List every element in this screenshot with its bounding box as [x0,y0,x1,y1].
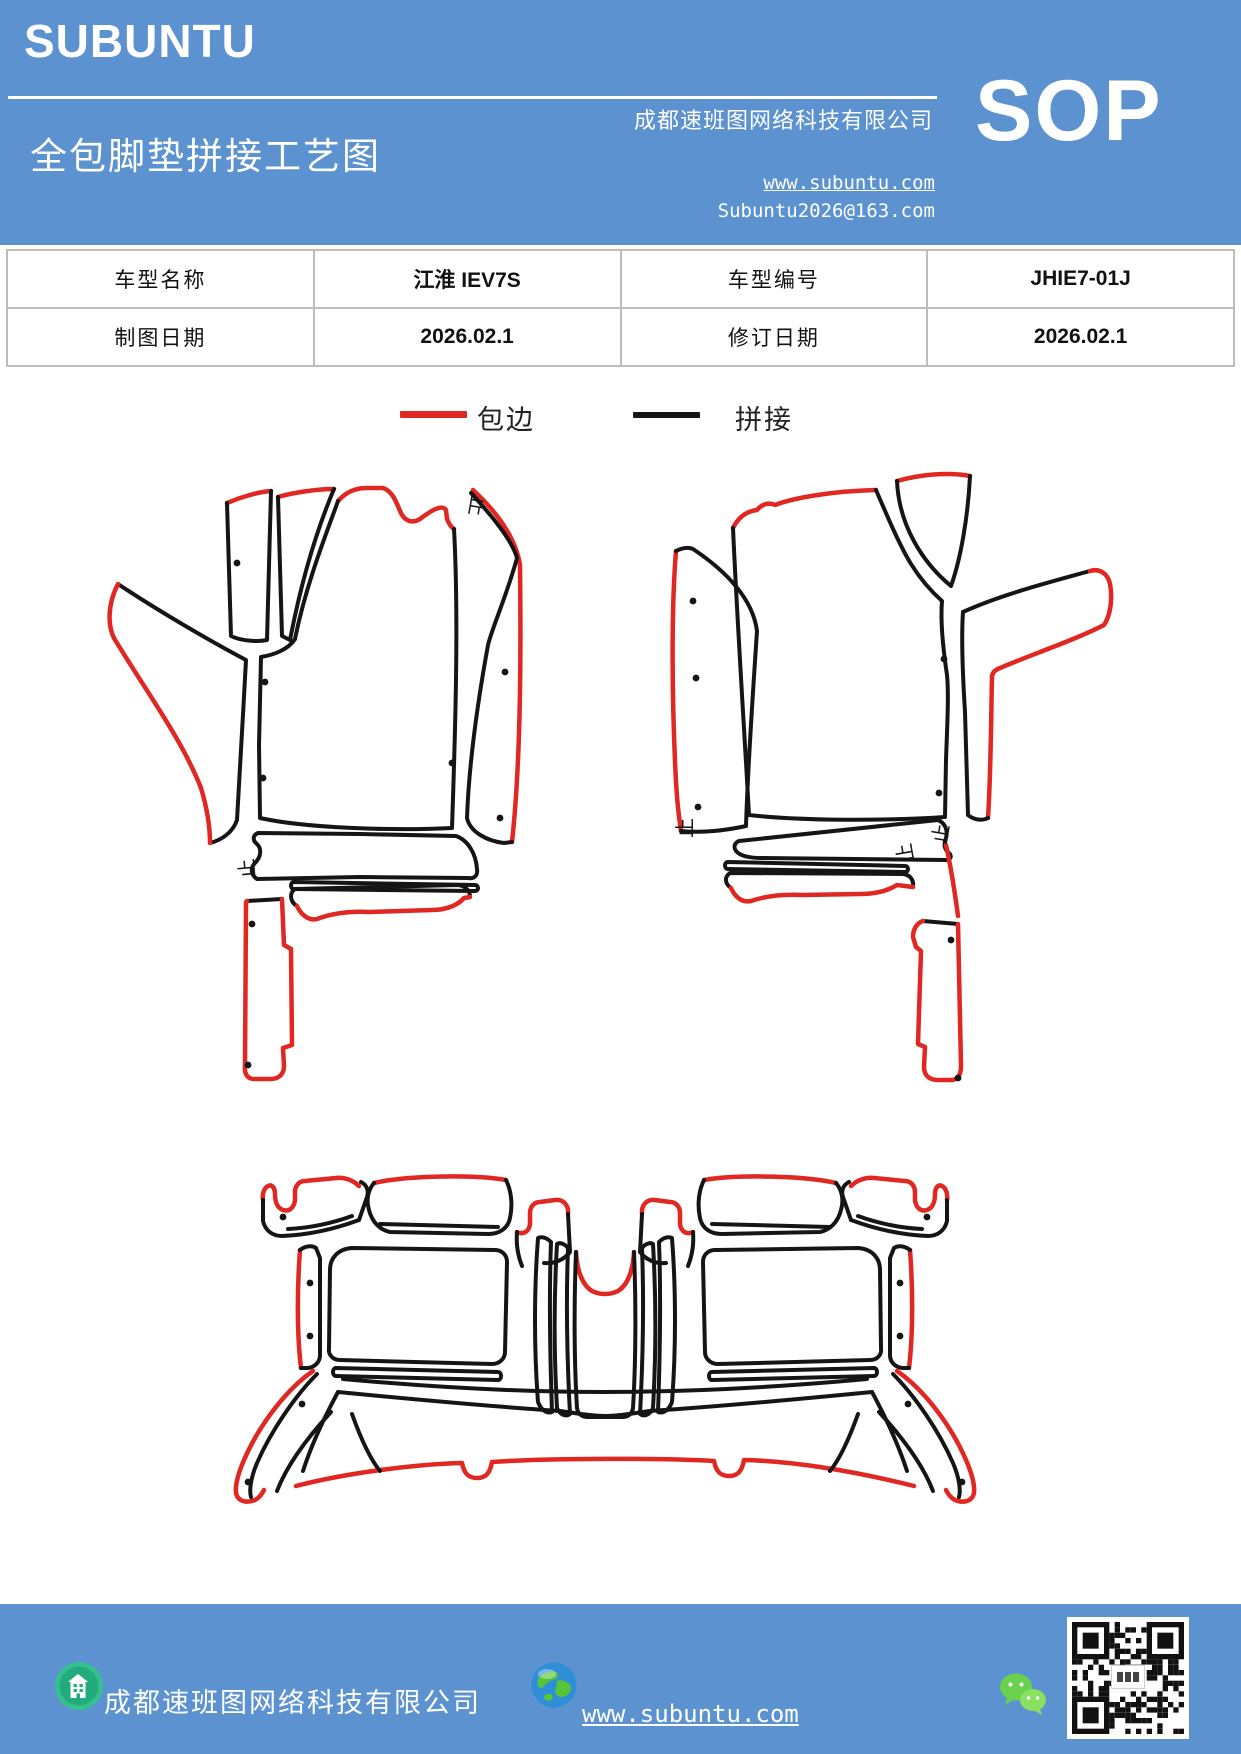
model-name-label: 车型名称 [6,249,315,309]
qr-code [1067,1617,1189,1739]
model-name-value: 江淮 IEV7S [312,249,622,309]
front-left-mat-drawing: 止 止 [107,485,523,1082]
draw-date-label: 制图日期 [6,307,315,367]
vehicle-info-table: 车型名称 江淮 IEV7S 车型编号 JHIE7-01J 制图日期 2026.0… [6,249,1235,367]
model-code-label: 车型编号 [619,249,929,309]
table-row: 制图日期 2026.02.1 修订日期 2026.02.1 [6,307,1235,367]
header-email: Subuntu2026@163.com [717,200,935,222]
legend-binding-label: 包边 [477,405,535,435]
doc-type-label: SOP [975,63,1163,159]
footer-website-link[interactable]: www.subuntu.com [582,1700,799,1728]
stop-mark: 止 [235,858,260,880]
globe-icon [531,1662,577,1708]
footer-company-name: 成都速班图网络科技有限公司 [104,1688,481,1718]
brand-logo: SUBUNTU [24,15,256,67]
stop-mark: 止 [464,494,490,518]
revise-date-label: 修订日期 [619,307,929,367]
wechat-icon[interactable] [997,1670,1049,1720]
building-icon [55,1662,103,1710]
legend-splice-swatch [633,412,700,418]
legend-binding-swatch [400,411,467,418]
legend-splice-label: 拼接 [735,405,793,435]
model-code-value: JHIE7-01J [926,249,1235,309]
stop-mark: 止 [893,841,919,865]
table-row: 车型名称 江淮 IEV7S 车型编号 JHIE7-01J [6,249,1235,309]
qr-center-logo [1111,1665,1145,1689]
revise-date-value: 2026.02.1 [926,307,1235,367]
rear-mat-drawing [233,1174,977,1504]
header-website-link[interactable]: www.subuntu.com [763,172,935,194]
header-company-name: 成都速班图网络科技有限公司 [633,108,933,133]
page-title: 全包脚垫拼接工艺图 [30,137,381,178]
stop-mark: 止 [674,818,697,838]
brand-underline [8,96,937,99]
draw-date-value: 2026.02.1 [312,307,622,367]
page-footer [0,1604,1241,1754]
page-header [0,0,1241,245]
front-right-mat-drawing: 止 止 止 [670,471,1114,1083]
stop-mark: 止 [928,822,954,846]
